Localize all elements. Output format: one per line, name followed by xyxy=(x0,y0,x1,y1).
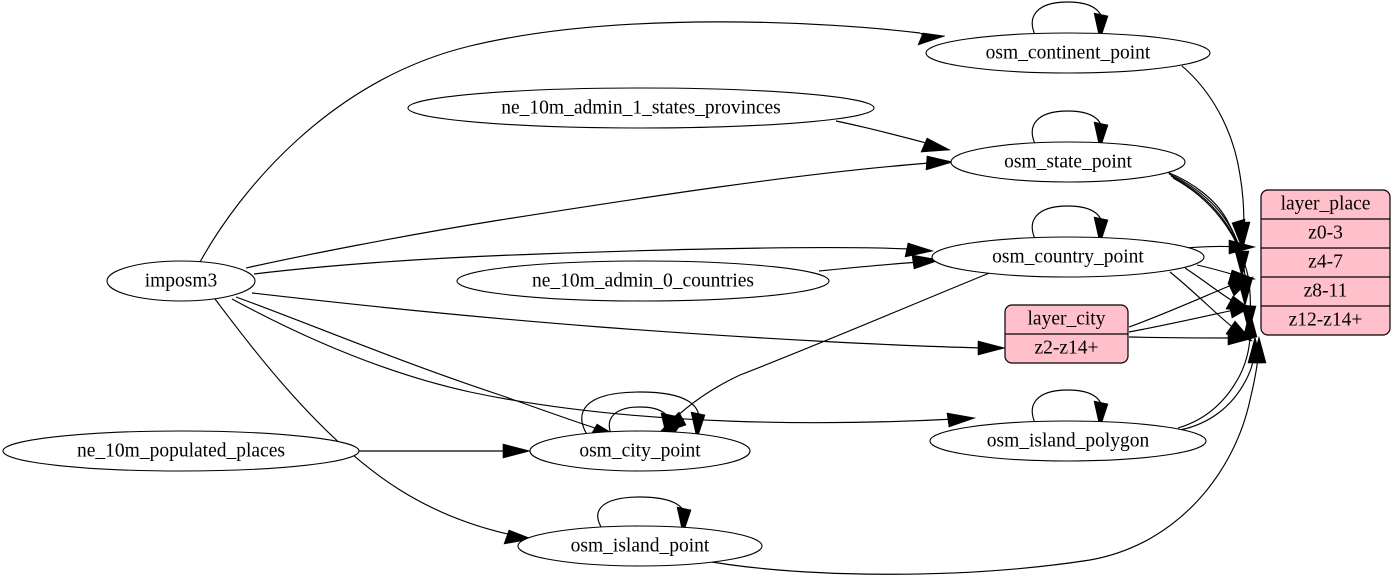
record-layer-place-title: layer_place xyxy=(1281,193,1371,214)
node-imposm3-label: imposm3 xyxy=(145,270,218,291)
node-osm-continent-point[interactable]: osm_continent_point xyxy=(925,32,1211,74)
edge-layer-city-to-layer-place-z4-7 xyxy=(1128,276,1254,328)
node-osm-island-point-label: osm_island_point xyxy=(571,535,710,556)
node-osm-country-point[interactable]: osm_country_point xyxy=(931,236,1205,278)
edge-imposm3-to-osm-island-polygon xyxy=(231,298,977,428)
record-layer-city[interactable]: layer_city z2-z14+ xyxy=(1004,304,1129,364)
edge-imposm3-to-osm-city-point xyxy=(235,296,618,439)
self-loop-osm-country-point xyxy=(1031,205,1109,246)
record-layer-city-title: layer_city xyxy=(1028,308,1106,329)
node-ne-10m-admin-1-states-provinces[interactable]: ne_10m_admin_1_states_provinces xyxy=(407,87,875,129)
edge-osm-island-point-to-layer-place-z12-z14 xyxy=(699,335,1267,575)
edge-imposm3-to-osm-continent-point xyxy=(199,21,946,263)
node-imposm3[interactable]: imposm3 xyxy=(106,260,256,302)
edge-imposm3-to-osm-island-point xyxy=(214,298,534,545)
record-layer-place-row-z0-3: z0-3 xyxy=(1308,222,1343,243)
node-osm-state-point-label: osm_state_point xyxy=(1004,151,1132,172)
node-osm-island-polygon[interactable]: osm_island_polygon xyxy=(929,420,1207,462)
edges-layer xyxy=(199,1,1267,575)
node-ne-10m-populated-places[interactable]: ne_10m_populated_places xyxy=(2,430,360,472)
record-layer-place[interactable]: layer_place z0-3 z4-7 z8-11 z12-z14+ xyxy=(1260,189,1391,336)
node-osm-island-point[interactable]: osm_island_point xyxy=(517,525,763,567)
node-osm-country-point-label: osm_country_point xyxy=(992,246,1144,267)
edge-osm-country-point-to-osm-city-point xyxy=(656,271,993,436)
node-ne-populated-label: ne_10m_populated_places xyxy=(77,440,285,461)
edge-ne-populated-to-osm-city-point xyxy=(359,443,532,459)
record-layer-place-row-z8-11: z8-11 xyxy=(1304,280,1348,301)
record-nodes-layer: layer_place z0-3 z4-7 z8-11 z12-z14+ lay… xyxy=(1004,189,1391,364)
node-ne-states-label: ne_10m_admin_1_states_provinces xyxy=(501,97,780,118)
edge-imposm3-to-layer-city xyxy=(251,292,1007,356)
edge-osm-state-point-to-layer-place-z0-3 xyxy=(1166,171,1246,249)
edge-osm-country-point-to-layer-place-z0-3 xyxy=(1185,239,1257,255)
edge-layer-city-to-layer-place-z12-z14 xyxy=(1128,330,1256,346)
self-loop-osm-island-polygon xyxy=(1031,389,1109,430)
record-layer-place-row-z12-z14: z12-z14+ xyxy=(1289,309,1363,330)
node-osm-continent-point-label: osm_continent_point xyxy=(986,42,1151,63)
record-layer-city-row-z2-z14: z2-z14+ xyxy=(1034,337,1098,358)
edge-osm-island-polygon-to-layer-place-z8-11 xyxy=(1177,309,1258,429)
record-layer-place-row-z4-7: z4-7 xyxy=(1308,251,1343,272)
edge-imposm3-to-osm-country-point xyxy=(253,242,935,275)
edge-ne-countries-to-osm-country-point xyxy=(818,254,942,272)
self-loop-osm-continent-point xyxy=(1031,1,1109,42)
self-loop-osm-state-point xyxy=(1031,110,1109,151)
node-osm-island-polygon-label: osm_island_polygon xyxy=(987,430,1150,451)
self-loop-osm-island-point xyxy=(597,496,692,536)
self-loop-osm-city-point-outer xyxy=(581,391,706,441)
node-ne-countries-label: ne_10m_admin_0_countries xyxy=(532,270,754,291)
edge-imposm3-to-osm-state-point xyxy=(245,155,955,269)
nodes-layer: imposm3 ne_10m_admin_1_states_provinces … xyxy=(2,32,1211,567)
edge-osm-island-polygon-to-layer-place-z12-z14 xyxy=(1179,335,1263,431)
node-osm-city-point[interactable]: osm_city_point xyxy=(529,430,751,472)
edge-layer-city-to-layer-place-z8-11 xyxy=(1128,303,1254,333)
node-osm-state-point[interactable]: osm_state_point xyxy=(950,141,1186,183)
node-ne-10m-admin-0-countries[interactable]: ne_10m_admin_0_countries xyxy=(456,260,830,302)
edge-ne-states-to-osm-state-point xyxy=(835,120,952,153)
node-osm-city-point-label: osm_city_point xyxy=(579,440,701,461)
